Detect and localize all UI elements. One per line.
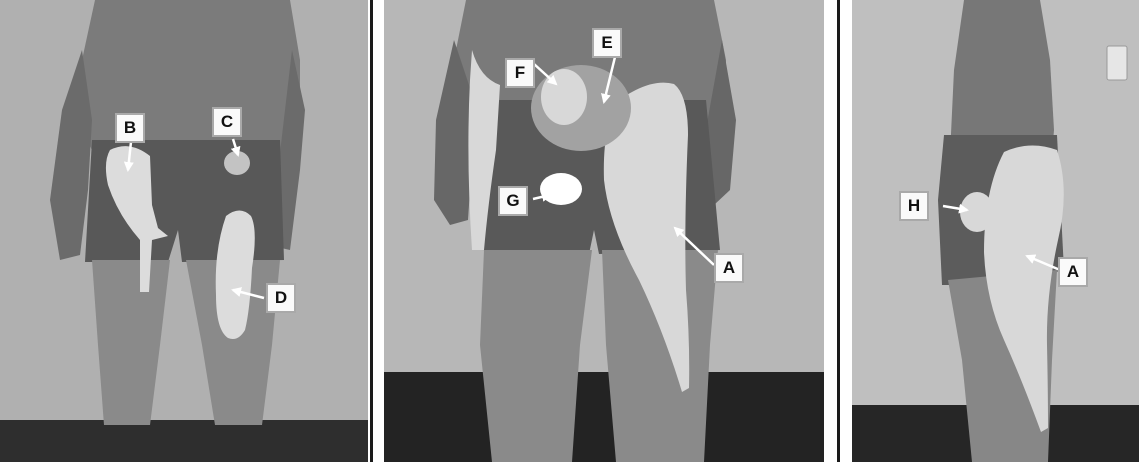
label-a-back: A (714, 253, 744, 283)
side-view-photo: H A (852, 0, 1139, 462)
front-view-figure (0, 0, 368, 462)
label-a-side: A (1058, 257, 1088, 287)
back-view-photo: E F G A (384, 0, 824, 462)
label-h: H (899, 191, 929, 221)
side-torso (950, 0, 1054, 155)
panel-divider-2 (837, 0, 840, 462)
wall-switch (1107, 46, 1127, 80)
label-c: C (212, 107, 242, 137)
side-view-figure (852, 0, 1139, 462)
label-g: G (498, 186, 528, 216)
front-view-photo: B C D (0, 0, 368, 462)
label-b: B (115, 113, 145, 143)
label-f: F (505, 58, 535, 88)
panel-divider-1 (370, 0, 373, 462)
label-e: E (592, 28, 622, 58)
back-view-figure (384, 0, 824, 462)
region-h (960, 192, 994, 232)
label-d: D (266, 283, 296, 313)
region-g (540, 173, 582, 205)
